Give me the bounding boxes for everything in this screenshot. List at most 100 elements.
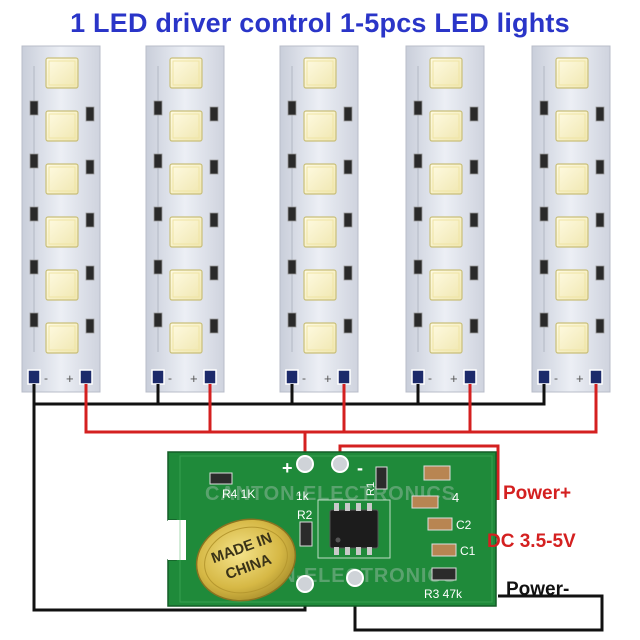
led-chip-inner: [48, 272, 76, 298]
strip-pad-minus: [285, 369, 299, 385]
power-minus-label: Power-: [506, 579, 570, 600]
ic-pin: [356, 503, 361, 511]
strip-pad-plus-sign: +: [324, 371, 332, 386]
strip-resistor: [153, 153, 163, 169]
made-in-china-seal: [195, 518, 297, 602]
c-top-capacitor: [423, 465, 451, 481]
led-chip: [429, 110, 463, 142]
r1-label: R1: [365, 482, 377, 496]
strip-resistor: [85, 318, 95, 334]
c2-label: C2: [456, 518, 472, 532]
led-strip: -+: [405, 45, 485, 393]
led-chip-inner: [172, 60, 200, 86]
led-strip: -+: [21, 45, 101, 393]
led-chip-inner: [48, 166, 76, 192]
strip-resistor: [209, 159, 219, 175]
strip-pad-plus-sign: +: [190, 371, 198, 386]
led-chip: [45, 216, 79, 248]
led-chip-inner: [306, 272, 334, 298]
led-chip: [303, 216, 337, 248]
led-chip-inner: [48, 60, 76, 86]
strip-resistor: [29, 100, 39, 116]
strip-resistor: [153, 100, 163, 116]
led-chip: [303, 269, 337, 301]
led-chip-inner: [172, 219, 200, 245]
led-chip: [45, 269, 79, 301]
led-chip: [429, 322, 463, 354]
strip-resistor: [85, 212, 95, 228]
led-chip-inner: [558, 60, 586, 86]
ic-pin: [356, 547, 361, 555]
led-chip-inner: [306, 166, 334, 192]
strip-resistor: [153, 259, 163, 275]
strip-resistor: [29, 259, 39, 275]
led-chip-inner: [172, 325, 200, 351]
c1-capacitor: [431, 543, 457, 557]
led-chip: [169, 163, 203, 195]
led-chip-inner: [48, 325, 76, 351]
strip-resistor: [29, 153, 39, 169]
led-chip: [303, 322, 337, 354]
strip-resistor: [287, 153, 297, 169]
made-in-china-seal-ring: [204, 526, 288, 594]
ic-pin: [334, 547, 339, 555]
silkscreen-brand-top: CANTON-ELECTRONICS: [205, 483, 455, 505]
led-strip: -+: [279, 45, 359, 393]
r3-label: R3 47k: [424, 587, 463, 601]
strip-resistor: [153, 312, 163, 328]
strip-resistor: [343, 159, 353, 175]
led-chip: [169, 269, 203, 301]
led-chip: [169, 110, 203, 142]
strip-resistor: [539, 206, 549, 222]
strip-pad-minus-sign: -: [302, 371, 306, 385]
positive-bus-wire: [84, 384, 598, 434]
strip-resistor: [343, 212, 353, 228]
minus-marking: -: [357, 458, 363, 478]
led-chip: [45, 110, 79, 142]
led-chip-inner: [306, 113, 334, 139]
strip-resistor: [209, 106, 219, 122]
strip-pad-minus: [411, 369, 425, 385]
led-chip: [303, 110, 337, 142]
strip-resistor: [85, 106, 95, 122]
strip-resistor: [469, 212, 479, 228]
negative-bus-wire: [32, 384, 546, 406]
strip-resistor: [287, 100, 297, 116]
led-driver-module: CANTON-ELECTRONICS CANTON-ELECTRONICS + …: [167, 451, 497, 607]
led-chip-inner: [432, 219, 460, 245]
driver-ic-pins: [334, 503, 372, 555]
strip-pad-minus: [27, 369, 41, 385]
c1-label: C1: [460, 544, 476, 558]
pin4-marking: 4: [452, 490, 459, 505]
led-chip-inner: [558, 113, 586, 139]
dc-range-label: DC 3.5-5V: [487, 531, 576, 552]
strip-pad-minus: [151, 369, 165, 385]
c2-capacitor: [427, 517, 453, 531]
led-chip: [169, 57, 203, 89]
r2-resistor: [299, 521, 313, 547]
led-chip: [429, 269, 463, 301]
led-chip: [169, 216, 203, 248]
led-chip: [555, 163, 589, 195]
led-strip: -+: [145, 45, 225, 393]
led-chip: [303, 57, 337, 89]
driver-ic: [329, 509, 379, 549]
led-chip-inner: [558, 219, 586, 245]
led-strips: -+-+-+-+-+: [21, 45, 611, 393]
strip-pad-minus: [537, 369, 551, 385]
strip-resistor: [539, 100, 549, 116]
led-chip: [555, 57, 589, 89]
strip-resistor: [153, 206, 163, 222]
strip-pad-plus-sign: +: [576, 371, 584, 386]
power-minus-wire: [353, 578, 604, 632]
strip-resistor: [469, 318, 479, 334]
r2-label: R2: [297, 508, 313, 522]
strip-resistor: [343, 265, 353, 281]
pcb-notch: [168, 520, 186, 560]
strip-resistor: [413, 153, 423, 169]
strip-resistor: [469, 265, 479, 281]
led-chip: [45, 322, 79, 354]
led-chip: [45, 57, 79, 89]
led-chip-inner: [432, 272, 460, 298]
